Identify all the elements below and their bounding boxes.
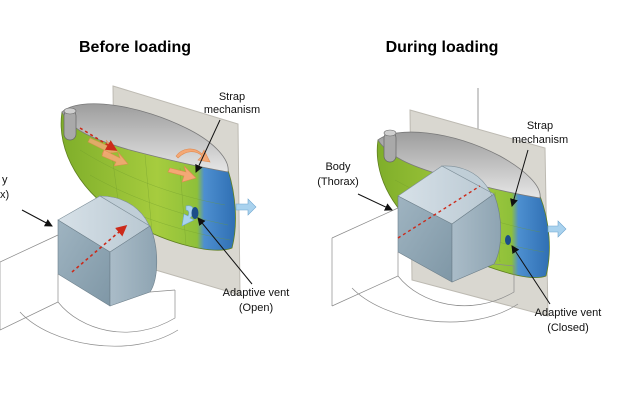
right-vent-leader: [511, 245, 551, 305]
right-strap-leader: [510, 149, 529, 207]
left-vent-label-line1: Adaptive vent: [223, 287, 290, 299]
right-body-centerline: [397, 185, 481, 239]
left-wireframe-outline: [0, 234, 179, 347]
right-body-block: [397, 165, 502, 283]
left-panel: Before loading: [0, 39, 290, 347]
left-adaptive-vent: [191, 207, 199, 219]
left-vent-arrows: [181, 198, 257, 227]
right-wireframe-outline: [331, 207, 519, 323]
right-vent-label-line2: (Closed): [547, 322, 589, 334]
right-body-leader: [357, 193, 393, 211]
right-strap-label-line2: mechanism: [512, 134, 568, 146]
left-body-leader: [21, 209, 53, 227]
right-panel: During loading: [317, 39, 601, 334]
right-adaptive-vent: [505, 235, 511, 245]
left-vent-leader: [197, 217, 253, 285]
right-body-label-line1: Body: [325, 161, 351, 173]
right-vent-label-line1: Adaptive vent: [535, 307, 602, 319]
right-panel-title: During loading: [386, 39, 499, 56]
left-panel-title: Before loading: [79, 39, 191, 56]
left-vent-label-line2: (Open): [239, 302, 273, 314]
left-strap-leader: [195, 119, 221, 173]
right-body-label-line2: (Thorax): [317, 176, 359, 188]
left-strap-label-line2: mechanism: [204, 104, 260, 116]
right-strap-label-line1: Strap: [527, 120, 553, 132]
right-vent-arrows: [547, 220, 567, 238]
right-strap-post: [383, 131, 397, 163]
left-body-label-line2: x): [0, 189, 9, 201]
left-strap-post-top: [63, 107, 77, 115]
left-strap-post: [63, 109, 77, 141]
right-strap-post-top: [383, 129, 397, 137]
left-body-block: [57, 195, 158, 307]
left-load-direction-line: [79, 127, 118, 151]
left-body-label-line1: y: [2, 174, 8, 186]
left-strap-label-line1: Strap: [219, 91, 245, 103]
right-airbag-interior: [377, 131, 541, 199]
